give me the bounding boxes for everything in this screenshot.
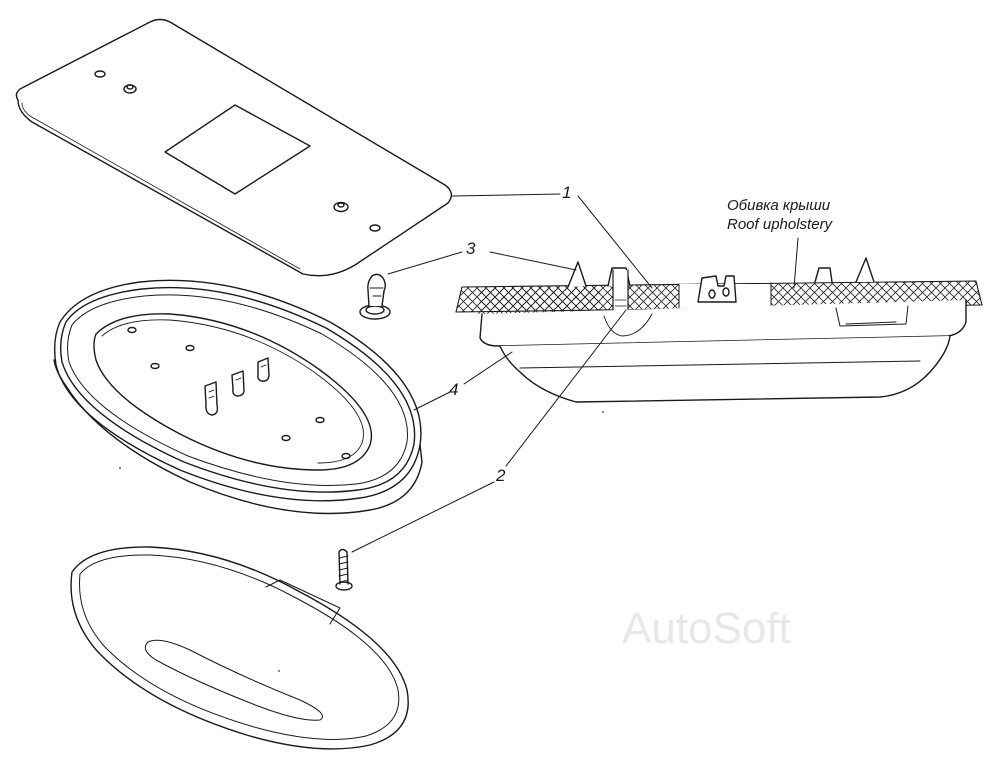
leader-lines <box>351 193 799 553</box>
installed-section-view <box>455 257 983 403</box>
roof-upholstery-annotation: Обивка крыши Roof upholstery <box>727 196 832 234</box>
callout-1: 1 <box>562 183 572 202</box>
mounting-plate <box>15 18 453 277</box>
annotation-ru: Обивка крыши <box>727 197 831 214</box>
callout-2: 2 <box>496 466 506 485</box>
lamp-diffuser <box>70 546 409 750</box>
terminal-connectors <box>204 357 270 416</box>
watermark: AutoSoft <box>622 604 791 653</box>
callout-4: 4 <box>449 380 459 399</box>
lamp-base <box>53 279 423 515</box>
plastic-clip <box>359 273 391 320</box>
plate-window <box>164 104 311 195</box>
mounting-screw <box>335 548 353 591</box>
speckles <box>119 411 604 672</box>
callout-3: 3 <box>466 239 476 258</box>
annotation-en: Roof upholstery <box>727 216 833 233</box>
